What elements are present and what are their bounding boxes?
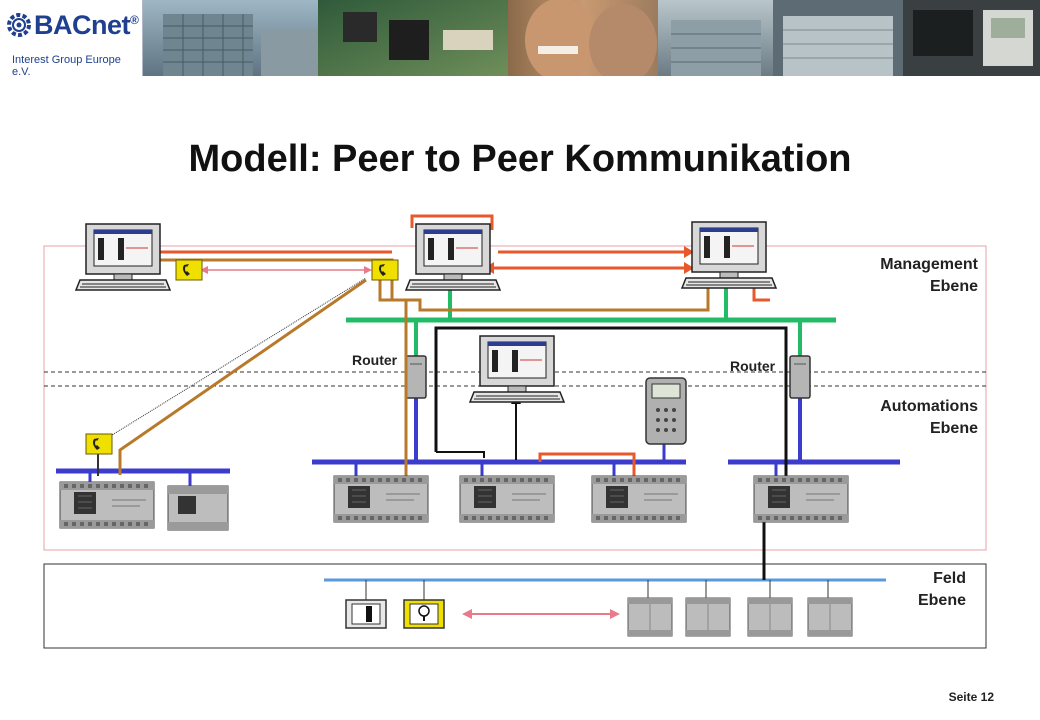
black-link-workstation	[436, 451, 485, 458]
field-switch	[345, 599, 387, 629]
operator-panel	[645, 377, 687, 445]
header-photo-collage	[143, 0, 1040, 76]
logo-subtitle: Interest Group Europe e.V.	[12, 54, 121, 76]
field-module-2	[685, 597, 731, 637]
automation-level-line2: Ebene	[929, 420, 978, 437]
workstation-right	[681, 221, 777, 289]
router-label-right: Router	[730, 358, 776, 374]
upper-level-frame	[43, 245, 987, 551]
automation-level-line1: Automations	[880, 398, 978, 415]
lamp-icon	[403, 599, 445, 629]
gear-icon	[7, 13, 31, 37]
field-peer-arrow-right	[610, 609, 620, 619]
field-bus-drops	[365, 580, 829, 600]
dial-thin-link	[103, 277, 367, 441]
controller-right	[753, 475, 849, 523]
field-level-line1: Feld	[933, 570, 966, 587]
router-label-left: Router	[352, 352, 398, 368]
field-module-3	[747, 597, 793, 637]
field-level-label: Feld Ebene	[820, 568, 966, 612]
field-module-4	[807, 597, 853, 637]
phone-icon-automation	[85, 433, 113, 455]
phone-icon-center	[371, 259, 399, 281]
phone-peer-arrow-left	[200, 266, 208, 274]
field-module-1	[627, 597, 673, 637]
automation-level-label: Automations Ebene	[820, 396, 978, 440]
field-level-line2: Ebene	[917, 592, 966, 609]
header-banner: BACnet® Interest Group Europe e.V.	[0, 0, 1040, 76]
workstation-automation	[469, 335, 565, 403]
controller-center-3	[591, 475, 687, 523]
dial-links	[118, 258, 710, 490]
controller-left-2	[167, 485, 229, 531]
logo-text: BACnet®	[34, 10, 139, 40]
phone-peer-arrow-right	[364, 266, 372, 274]
page-title: Modell: Peer to Peer Kommunikation	[188, 138, 852, 180]
footer-page-number: 12	[980, 690, 994, 704]
peer-links	[160, 214, 770, 480]
management-level-line1: Management	[880, 256, 978, 273]
controller-center-1	[333, 475, 429, 523]
controller-left-1	[59, 481, 155, 529]
router-right	[789, 355, 811, 399]
field-peer-arrow-left	[462, 609, 472, 619]
page-footer: Seite 12	[949, 690, 994, 704]
controller-center-2	[459, 475, 555, 523]
black-link-loop	[434, 326, 788, 480]
field-level-frame	[43, 563, 987, 649]
bacnet-logo: BACnet® Interest Group Europe e.V.	[0, 0, 143, 76]
workstation-center	[405, 223, 501, 291]
workstation-left	[75, 223, 171, 291]
management-level-label: Management Ebene	[820, 254, 978, 298]
management-level-line2: Ebene	[929, 278, 978, 295]
router-left	[405, 355, 427, 399]
footer-label: Seite	[948, 690, 978, 704]
phone-icon-left	[175, 259, 203, 281]
